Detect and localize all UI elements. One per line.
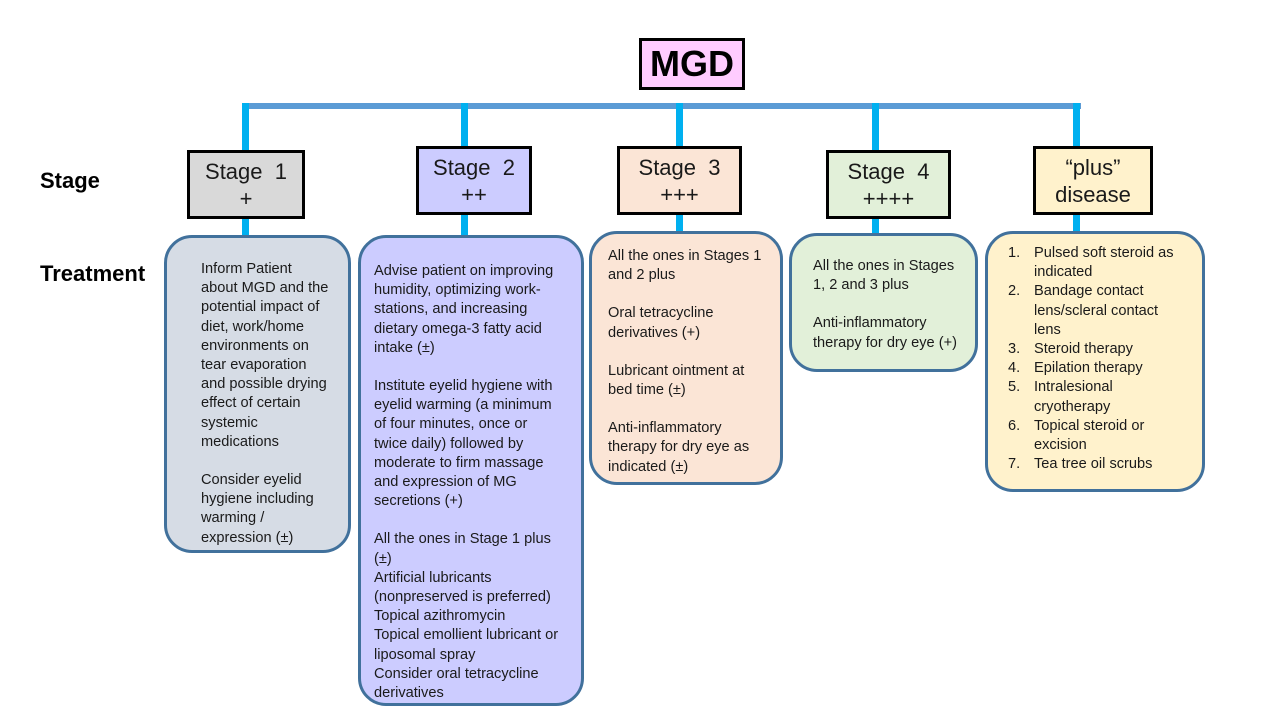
- list-text: Pulsed soft steroid as indicated: [1034, 245, 1174, 281]
- stage-title: Stage 1: [205, 158, 287, 184]
- stage-title: Stage 2: [433, 154, 515, 180]
- treatment-item: Inform Patient about MGD and the potenti…: [201, 261, 329, 450]
- stage-box-plus: “plus” disease: [1033, 146, 1153, 215]
- stage-title: “plus”: [1065, 154, 1121, 180]
- treatment-item: All the ones in Stages 1 and 2 plus: [608, 248, 762, 284]
- treatment-item: Anti-inflammatory therapy for dry eye (+…: [813, 315, 957, 351]
- stage-box-4: Stage 4 ++++: [826, 150, 951, 219]
- stage-severity: disease: [1055, 181, 1131, 207]
- treatment-box-plus: 1. Pulsed soft steroid as indicated 2. Band…: [985, 231, 1205, 492]
- stage-box-3: Stage 3 +++: [617, 146, 742, 215]
- connector-plus-treatment: [1073, 212, 1080, 234]
- treatment-box-stage4: All the ones in Stages 1, 2 and 3 plus A…: [789, 233, 978, 372]
- stage-severity: +++: [660, 181, 699, 207]
- treatment-item: Institute eyelid hygiene with eyelid war…: [374, 378, 553, 510]
- connector-stage2-treatment: [461, 212, 468, 238]
- list-number: 3.: [1008, 341, 1021, 358]
- connector-stage4: [872, 103, 879, 151]
- list-number: 6.: [1008, 417, 1021, 434]
- treatment-item: All the ones in Stage 1 plus (±) Artific…: [374, 531, 559, 702]
- connector-stage2: [461, 103, 468, 147]
- list-text: Steroid therapy: [1034, 341, 1133, 358]
- stage-box-2: Stage 2 ++: [416, 146, 532, 215]
- row-label-treatment: Treatment: [40, 261, 146, 286]
- list-number: 5.: [1008, 379, 1021, 396]
- stage-title: Stage 4: [847, 158, 930, 184]
- list-number: 7.: [1008, 456, 1021, 473]
- treatment-box-stage2: Advise patient on improving humidity, op…: [358, 235, 584, 706]
- connector-stage3-treatment: [676, 212, 683, 234]
- treatment-list: 1. Pulsed soft steroid as indicated 2. Band…: [988, 244, 1198, 474]
- connector-stage1-treatment: [242, 216, 249, 238]
- treatment-list-item: 5. Intralesional cryotherapy: [1008, 378, 1198, 416]
- treatment-item: Consider eyelid hygiene including warmin…: [201, 472, 314, 546]
- connector-horizontal: [243, 103, 1081, 109]
- stage-title: Stage 3: [638, 154, 721, 180]
- treatment-list-item: 2. Bandage contact lens/scleral contact l…: [1008, 282, 1198, 340]
- treatment-item: Advise patient on improving humidity, op…: [374, 263, 554, 356]
- connector-plus: [1073, 103, 1080, 147]
- treatment-item: Anti-inflammatory therapy for dry eye as…: [608, 420, 750, 475]
- treatment-list-item: 6. Topical steroid or excision: [1008, 417, 1198, 455]
- treatment-item: Lubricant ointment at bed time (±): [608, 362, 745, 399]
- list-number: 1.: [1008, 245, 1021, 261]
- list-text: Epilation therapy: [1034, 360, 1143, 377]
- treatment-list-item: 1. Pulsed soft steroid as indicated: [1008, 244, 1198, 282]
- treatment-list-item: 3. Steroid therapy: [1008, 340, 1198, 359]
- root-node-mgd: MGD: [639, 38, 745, 90]
- list-text: Intralesional cryotherapy: [1034, 379, 1113, 415]
- stage-severity: +: [239, 185, 253, 211]
- connector-stage1: [242, 103, 249, 151]
- stage-severity: ++: [461, 181, 487, 207]
- list-number: 2.: [1008, 283, 1021, 300]
- list-text: Tea tree oil scrubs: [1034, 456, 1153, 473]
- stage-severity: ++++: [862, 185, 915, 211]
- connector-stage4-treatment: [872, 216, 879, 234]
- connector-stage3: [676, 103, 683, 147]
- treatment-list-item: 7. Tea tree oil scrubs: [1008, 455, 1198, 474]
- treatment-list-item: 4. Epilation therapy: [1008, 359, 1198, 378]
- row-label-stage: Stage: [40, 168, 100, 193]
- treatment-item: All the ones in Stages 1, 2 and 3 plus: [813, 258, 955, 294]
- list-number: 4.: [1008, 360, 1021, 377]
- treatment-item: Oral tetracycline derivatives (+): [608, 305, 714, 341]
- treatment-box-stage3: All the ones in Stages 1 and 2 plus Oral…: [589, 231, 783, 485]
- list-text: Topical steroid or excision: [1034, 417, 1145, 454]
- stage-box-1: Stage 1 +: [187, 150, 305, 219]
- treatment-box-stage1: Inform Patient about MGD and the potenti…: [164, 235, 351, 553]
- list-text: Bandage contact lens/scleral contact len…: [1034, 283, 1159, 338]
